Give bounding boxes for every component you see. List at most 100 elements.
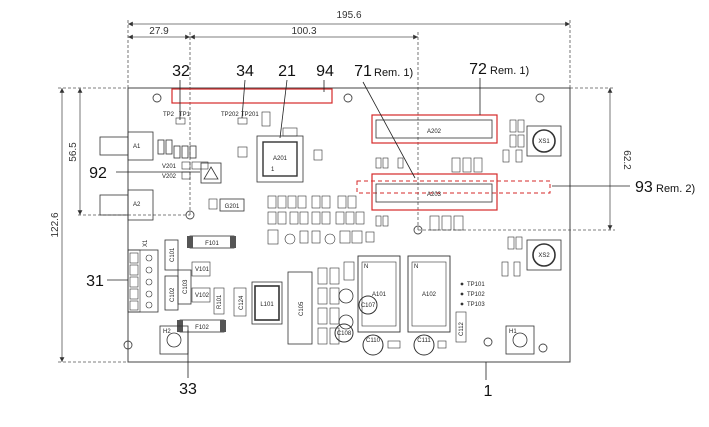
xs1-label: XS1 [538, 139, 550, 145]
a203-label: A203 [427, 192, 442, 198]
x1-label: X1 [143, 239, 149, 247]
pcb-outline [127, 87, 571, 363]
connector-a203: A203 [356, 173, 551, 211]
v201-label: V201 [162, 164, 177, 170]
transistors-v201-v202: V201 V202 [162, 161, 209, 180]
g201-label: G201 [225, 204, 240, 210]
tp103-label: TP103 [467, 302, 485, 308]
callout-33: 33 [179, 381, 197, 398]
tp201-label: TP201 [241, 112, 259, 118]
c108-label: C108 [337, 331, 352, 337]
capacitor-c110: C110 [362, 334, 401, 356]
a101-label: A101 [372, 292, 387, 298]
tp2-label: TP2 [163, 112, 175, 118]
small-parts-mid-right [375, 157, 523, 277]
module-a102: N A102 [407, 255, 451, 333]
h1-label: H1 [509, 329, 517, 335]
v202-label: V202 [162, 174, 177, 180]
capacitors-left: C101 C103 C102 [164, 239, 192, 311]
parts-column-center [317, 261, 355, 345]
switch-xs1: XS1 [526, 125, 562, 157]
a102-n: N [414, 264, 418, 270]
dim-overall-width: 195.6 [336, 10, 361, 21]
callout-31: 31 [86, 273, 104, 290]
tp101-label: TP101 [467, 282, 485, 288]
switch-xs2: XS2 [526, 239, 562, 271]
capacitor-c105: C105 [287, 271, 313, 345]
terminal-block-x1: X1 [127, 239, 159, 313]
connector-a2: A2 [99, 189, 154, 221]
c112-label: C112 [459, 321, 465, 336]
inductor-l101: L101 [251, 281, 283, 325]
capacitor-c108: C108 [334, 314, 354, 343]
passive-grid-center [267, 195, 375, 245]
callout-94: 94 [316, 63, 334, 80]
c105-label: C105 [299, 301, 305, 316]
test-points-top: TP2 TP1 TP202 TP201 [163, 112, 259, 125]
capacitor-c124: C124 [233, 287, 247, 317]
c124-label: C124 [239, 295, 245, 310]
c111-label: C111 [417, 338, 431, 344]
capacitor-c112: C112 [455, 311, 467, 343]
oscillator-g201: G201 [208, 198, 245, 212]
callout-71-remark: Rem. 1) [374, 67, 413, 79]
fuse-f101: F101 [187, 235, 236, 249]
dimension-labels: 195.6 27.9 100.3 122.6 56.5 62.2 [50, 10, 632, 238]
c102-label: C102 [170, 287, 176, 302]
callout-72: 72 [469, 61, 487, 78]
a201-pin: 1 [271, 167, 275, 173]
c103-label: C103 [183, 279, 189, 294]
connector-94-strip [171, 88, 333, 104]
tp102-label: TP102 [467, 292, 485, 298]
a2-label: A2 [133, 202, 141, 208]
callout-72-remark: Rem. 1) [490, 65, 529, 77]
v102-label: V102 [195, 293, 210, 299]
xs2-label: XS2 [538, 253, 550, 259]
callout-34: 34 [236, 63, 254, 80]
test-points-bottom: TP101 TP102 TP103 [460, 282, 485, 308]
connector-a1: A1 [99, 131, 197, 161]
callout-32: 32 [172, 63, 190, 80]
c110-label: C110 [366, 338, 381, 344]
dim-offset-left: 27.9 [149, 26, 169, 37]
capacitor-c107: C107 [338, 288, 378, 315]
r101-label: R101 [217, 294, 223, 309]
tp202-label: TP202 [221, 112, 239, 118]
connector-a202: A202 [371, 114, 498, 144]
button-h1: H1 [505, 325, 535, 355]
callout-93-remark: Rem. 2) [656, 183, 695, 195]
callout-71: 71 [354, 63, 372, 80]
button-h2: H2 [159, 325, 189, 355]
a101-n: N [364, 264, 368, 270]
callout-93: 93 [635, 179, 653, 196]
a102-label: A102 [422, 292, 437, 298]
small-parts-top [237, 111, 525, 163]
dim-height-total: 122.6 [50, 212, 61, 237]
callout-labels: 32 34 21 94 71 Rem. 1) 72 Rem. 1) 93 Rem… [86, 61, 695, 400]
module-a101: N A101 [357, 255, 401, 333]
l101-label: L101 [260, 302, 274, 308]
callout-21: 21 [278, 63, 296, 80]
dim-height-left: 56.5 [68, 142, 79, 162]
callout-92: 92 [89, 165, 107, 182]
mounting-holes [123, 93, 548, 353]
sensor-92 [200, 162, 222, 184]
leader-lines [107, 78, 630, 380]
a201-label: A201 [273, 156, 288, 162]
parts-v101-v102-r101: V101 V102 R101 [191, 261, 225, 315]
a1-label: A1 [133, 144, 141, 150]
h2-label: H2 [163, 329, 171, 335]
c101-label: C101 [170, 247, 176, 262]
v101-label: V101 [195, 267, 210, 273]
f101-label: F101 [205, 241, 219, 247]
a202-label: A202 [427, 129, 442, 135]
tp1-label: TP1 [179, 112, 191, 118]
capacitor-c111: C111 [413, 334, 447, 356]
callout-1: 1 [484, 383, 493, 400]
dimension-lines [58, 20, 615, 363]
dim-height-right: 62.2 [621, 150, 632, 170]
c107-label: C107 [361, 303, 376, 309]
dim-offset-mid: 100.3 [291, 26, 316, 37]
f102-label: F102 [195, 325, 209, 331]
